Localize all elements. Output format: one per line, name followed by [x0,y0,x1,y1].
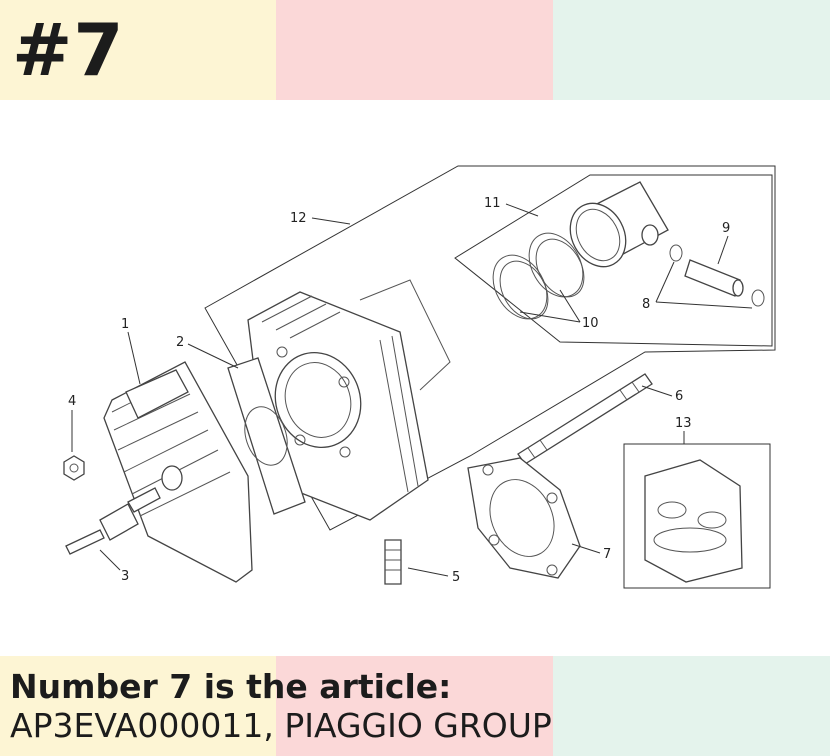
band-segment-mint [553,0,830,100]
band-segment-yellow [0,0,276,100]
piston [569,181,669,268]
caption-article: AP3EVA000011, PIAGGIO GROUP [10,706,552,745]
band-segment-pink [276,0,553,100]
callout-9: 9 [722,221,730,236]
cylinder [247,279,451,521]
caption-heading: Number 7 is the article: [10,667,452,706]
callout-6: 6 [675,389,683,404]
stud-short [384,539,402,585]
callout-12: 12 [290,211,307,226]
callout-leaders [71,203,753,577]
callout-2: 2 [176,335,184,350]
callout-7: 7 [603,547,611,562]
nut [63,455,85,481]
callout-8: 8 [642,297,650,312]
band-segment-pink [276,656,553,756]
callout-3: 3 [121,569,129,584]
callout-1: 1 [121,317,129,332]
bottom-color-band [0,656,830,756]
head-gasket [227,357,306,515]
base-gasket [467,457,581,579]
band-segment-yellow [0,656,276,756]
spark-plug [65,487,161,555]
circlips [669,244,765,307]
callout-11: 11 [484,196,501,211]
band-segment-mint [553,656,830,756]
piston-kit-frame [454,174,773,347]
cylinder-kit-frame [204,165,776,531]
exploded-parts-diagram: 1 2 3 4 5 6 7 8 9 10 11 12 13 [63,165,776,589]
gasket-kit [623,443,771,589]
part-number-heading: #7 [12,8,125,92]
callout-13: 13 [675,416,692,431]
callout-5: 5 [452,570,460,585]
callout-4: 4 [68,394,76,409]
piston-pin [684,259,744,297]
top-color-band [0,0,830,100]
callout-10: 10 [582,316,599,331]
piston-rings [492,232,585,320]
cylinder-head [103,361,253,583]
